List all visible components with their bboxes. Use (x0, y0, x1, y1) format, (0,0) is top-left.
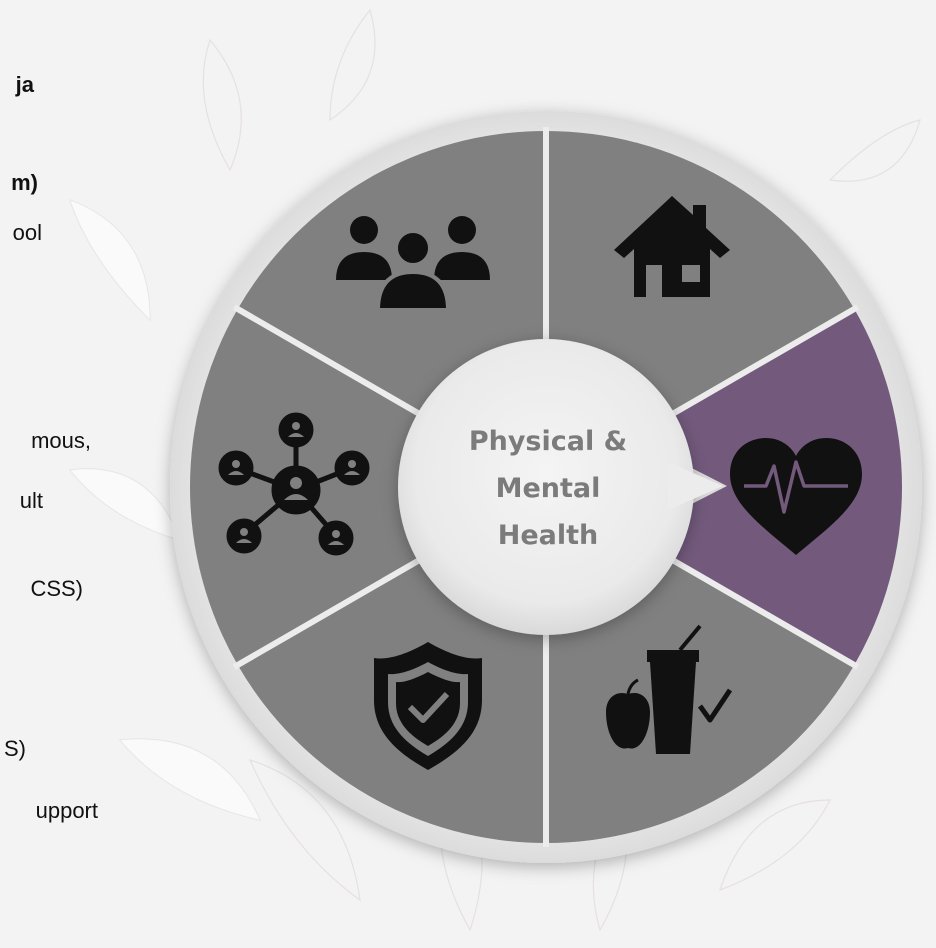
text-fragment-upport: upport (35, 798, 98, 823)
healthy-food-drink-icon (606, 624, 733, 754)
text-fragment-css: CSS) (30, 576, 83, 601)
center-hub: Physical & Mental Health (398, 339, 727, 635)
heart-pulse-icon (730, 438, 862, 555)
text-fragment-m: m) (11, 170, 38, 195)
house-icon (614, 196, 730, 297)
segment-divider (657, 549, 860, 670)
text-fragment-ool: ool (12, 220, 42, 245)
center-title-line-2: Mental (496, 473, 601, 504)
text-fragment-mous: mous, (31, 428, 91, 453)
center-title-line-1: Physical & (469, 426, 627, 457)
text-fragment-s: S) (4, 736, 26, 761)
group-people-icon (336, 216, 490, 312)
segment-divider (657, 304, 860, 425)
network-people-icon (218, 412, 370, 556)
center-title-line-3: Health (498, 520, 599, 551)
shield-check-icon (374, 642, 482, 770)
segment-divider (232, 304, 435, 425)
wheel-segment-healthy-food-drink (546, 557, 855, 844)
wheel-segment-group-people (237, 131, 547, 417)
segment-divider (232, 549, 435, 670)
text-fragment-ult: ult (19, 488, 43, 513)
text-fragment-ja: ja (15, 72, 34, 97)
